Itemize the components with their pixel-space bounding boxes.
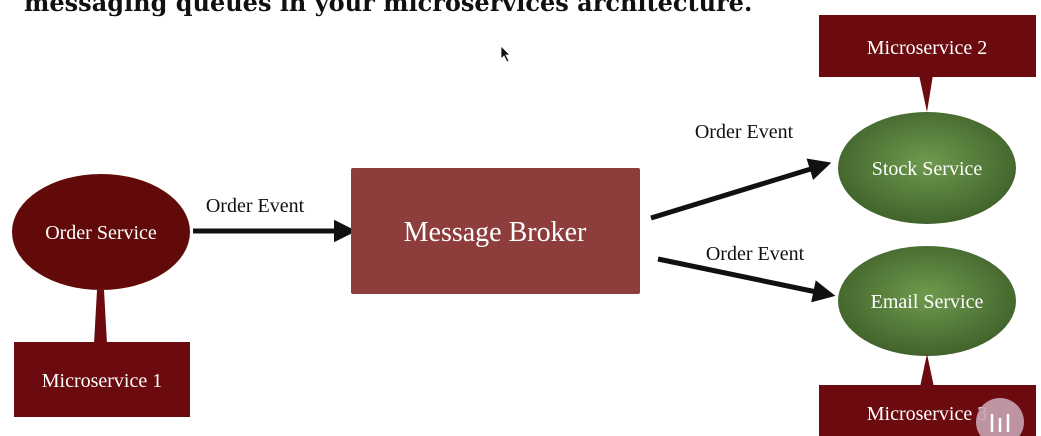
email-service-node: Email Service [838,246,1016,356]
microservice-3-pointer [920,354,934,387]
mouse-cursor-icon [500,45,511,63]
email-service-ellipse [838,246,1016,356]
stock-service-node: Stock Service [838,112,1016,224]
arrow-broker-to-stock [650,158,832,221]
microservice-1-callout: Microservice 1 [14,290,190,417]
microservice-1-label: Microservice 1 [42,370,163,392]
order-service-ellipse [12,174,190,290]
microservice-2-label: Microservice 2 [867,37,988,59]
email-service-label: Email Service [871,291,984,313]
edge-broker-to-stock: Order Event [650,121,832,221]
message-broker-node: Message Broker [351,168,640,294]
edge-label-broker-to-stock: Order Event [695,121,794,143]
stock-service-ellipse [838,112,1016,224]
message-broker-label: Message Broker [404,217,587,248]
edge-broker-to-email: Order Event [657,243,836,303]
microservice-1-pointer [94,290,107,344]
message-broker-box [351,168,640,294]
channel-logo-icon [976,398,1024,436]
microservice-3-label: Microservice 3 [867,403,988,425]
order-service-node: Order Service [12,174,190,290]
stock-service-label: Stock Service [872,158,983,180]
order-service-label: Order Service [45,222,157,244]
slide-heading: messaging queues in your microservices a… [24,0,753,17]
arrow-broker-to-email [657,256,836,303]
edge-label-order-to-broker: Order Event [206,195,305,217]
microservice-1-box [14,342,190,417]
edge-label-broker-to-email: Order Event [706,243,805,265]
edge-order-to-broker: Order Event [193,195,357,243]
microservice-2-pointer [919,75,933,112]
microservice-2-box [819,15,1036,77]
microservice-2-callout: Microservice 2 [819,15,1036,112]
